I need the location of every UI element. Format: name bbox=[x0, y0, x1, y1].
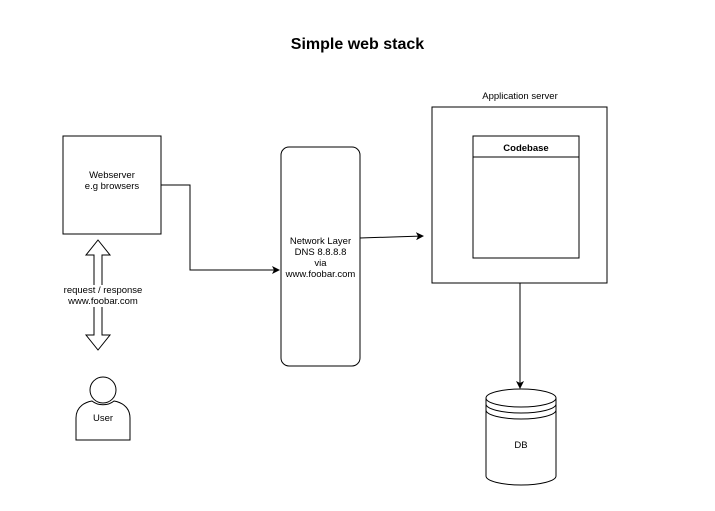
network-label-line-2: DNS 8.8.8.8 bbox=[294, 247, 347, 258]
diagram-title: Simple web stack bbox=[290, 36, 425, 53]
network-label-line-4: www.foobar.com bbox=[285, 269, 356, 280]
webserver-label-line-1: Webserver bbox=[89, 170, 135, 181]
application-server-label: Application server bbox=[482, 91, 558, 102]
network-layer-box[interactable] bbox=[280, 146, 361, 367]
network-label-line-1: Network Layer bbox=[289, 236, 352, 247]
request-response-label: request / response www.foobar.com bbox=[48, 285, 158, 307]
network-to-appserver-connector[interactable] bbox=[359, 232, 424, 241]
request-response-label-line-1: request / response bbox=[63, 285, 143, 296]
db-cylinder-icon[interactable] bbox=[485, 388, 557, 486]
network-label-line-3: via bbox=[314, 258, 327, 269]
codebase-box[interactable] bbox=[472, 135, 580, 259]
webserver-label: Webserver e.g browsers bbox=[63, 170, 161, 192]
user-actor-icon[interactable] bbox=[75, 376, 131, 441]
webserver-to-network-connector[interactable] bbox=[161, 184, 280, 274]
db-label: DB bbox=[514, 440, 528, 451]
request-response-label-line-2: www.foobar.com bbox=[68, 296, 138, 307]
user-label: User bbox=[92, 413, 114, 424]
webserver-label-line-2: e.g browsers bbox=[84, 181, 140, 192]
codebase-label: Codebase bbox=[503, 143, 549, 154]
webserver-box[interactable] bbox=[62, 135, 162, 235]
network-layer-label: Network Layer DNS 8.8.8.8 via www.foobar… bbox=[281, 236, 360, 280]
